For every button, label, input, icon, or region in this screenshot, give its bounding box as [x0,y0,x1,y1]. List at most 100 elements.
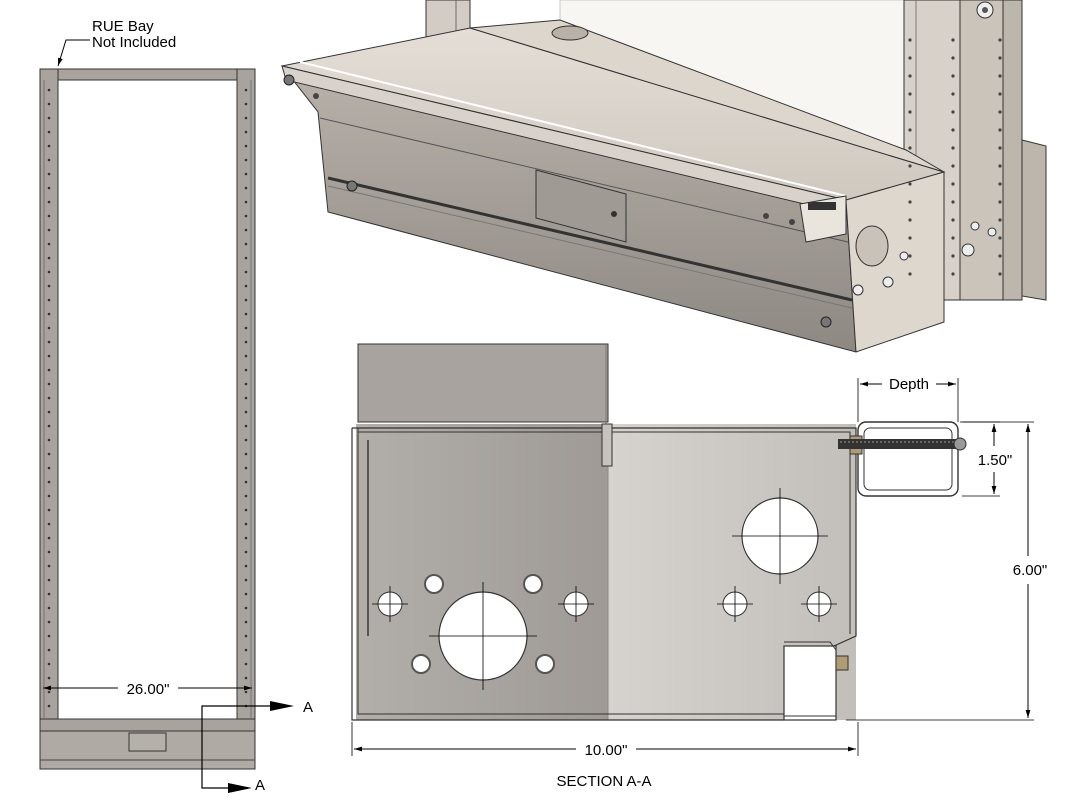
upright-hole [951,92,955,96]
mounting-hole [47,634,51,638]
mounting-hole [47,158,51,162]
section-stud-hole [411,654,431,674]
hole-center-marks [372,488,837,690]
mounting-hole [244,676,248,680]
section-title: SECTION A-A [556,773,651,790]
mounting-hole [47,620,51,624]
mounting-hole [47,256,51,260]
upright-hole [908,182,912,186]
upright-hole [998,200,1002,204]
upright-hole [998,146,1002,150]
upright-hole [998,38,1002,42]
mounting-hole [47,88,51,92]
isometric-base-view [280,0,1047,353]
rue-label-line2: Not Included [92,34,176,51]
mounting-hole [47,298,51,302]
mounting-hole [47,452,51,456]
mounting-hole [47,312,51,316]
mounting-hole [47,522,51,526]
upright-hole [908,200,912,204]
mounting-hole [244,158,248,162]
mounting-hole [47,396,51,400]
upright-hole [998,110,1002,114]
mounting-hole [244,592,248,596]
mounting-hole [47,270,51,274]
section-upper-tube [857,421,959,497]
upright-hole [998,254,1002,258]
rue-base-access-panel [128,732,167,752]
mounting-hole [244,214,248,218]
mounting-hole [47,690,51,694]
section-lower-channel [783,645,837,721]
upright-hole [998,236,1002,240]
mounting-hole [47,144,51,148]
mounting-hole [47,592,51,596]
upright-hole [951,182,955,186]
mounting-hole [244,200,248,204]
mounting-hole [244,480,248,484]
upright-hole [908,218,912,222]
upright-hole [951,218,955,222]
mounting-hole [244,102,248,106]
mounting-hole [47,116,51,120]
width-dimension-text: 26.00" [127,681,170,698]
upright-hole [908,92,912,96]
upright-hole [998,272,1002,276]
mounting-hole [47,228,51,232]
mounting-hole [244,116,248,120]
section-stud-hole [523,574,543,594]
mounting-hole [244,88,248,92]
iso-access-panel [535,169,627,243]
rue-frame-bottom-rail [39,718,256,732]
upright-hole [998,74,1002,78]
section-threaded-rod [838,439,956,449]
depth-label: Depth [889,376,929,393]
mounting-hole [244,494,248,498]
upright-hole [951,128,955,132]
mounting-hole [244,298,248,302]
mounting-hole [244,186,248,190]
rue-frame-opening [57,79,238,720]
mounting-hole [47,326,51,330]
upright-hole [908,110,912,114]
mounting-hole [244,690,248,694]
mounting-hole [244,536,248,540]
mounting-hole [244,508,248,512]
mounting-hole [244,606,248,610]
mounting-hole [47,662,51,666]
mounting-hole [244,340,248,344]
section-a-a: Depth 1.50" 6.00" 10.00" SECTION A-A [351,343,1047,790]
section-upright-stub [357,343,609,423]
mounting-hole [244,550,248,554]
section-mark-bottom: A [255,777,265,794]
upright-hole [908,164,912,168]
mounting-hole [244,312,248,316]
upright-hole [998,218,1002,222]
upright-hole [908,236,912,240]
mounting-hole [47,214,51,218]
mounting-hole [244,410,248,414]
mounting-hole [47,284,51,288]
mounting-hole [244,284,248,288]
upright-hole [908,56,912,60]
mounting-hole [47,550,51,554]
iso-upright-holes [908,38,1002,276]
mounting-hole [244,438,248,442]
mounting-hole [244,578,248,582]
rue-frame-top-rail [39,68,256,81]
upright-hole [951,56,955,60]
mounting-hole [47,242,51,246]
mounting-hole [244,326,248,330]
mounting-hole [47,200,51,204]
rue-leader-line [57,39,90,67]
mounting-hole [244,424,248,428]
upright-hole [998,56,1002,60]
mounting-hole [244,172,248,176]
upright-hole [998,92,1002,96]
upright-hole [951,146,955,150]
mounting-hole [47,354,51,358]
mounting-hole [47,704,51,708]
upright-hole [998,128,1002,132]
mounting-hole [47,186,51,190]
